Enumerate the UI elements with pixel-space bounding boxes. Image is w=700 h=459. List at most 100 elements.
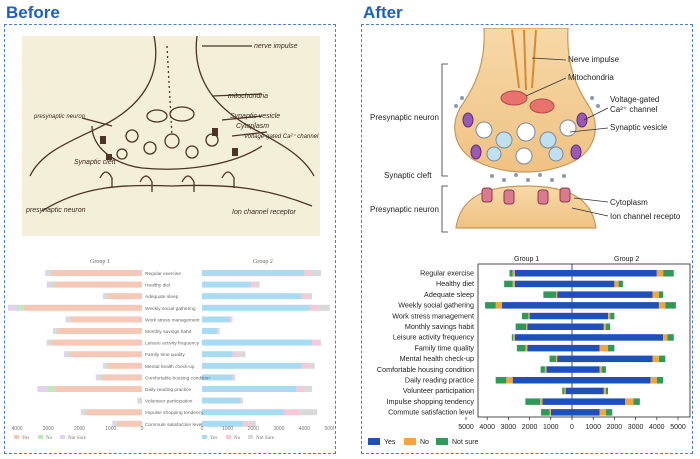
before-category-5: Monthly savings habit bbox=[145, 329, 192, 335]
before-g2-bar-no-5 bbox=[217, 328, 219, 334]
after-g1-bar-no-9 bbox=[544, 366, 547, 373]
before-category-13: Commute satisfaction level bbox=[145, 422, 202, 428]
after-panel bbox=[361, 24, 693, 454]
before-category-8: Mental health check-up bbox=[145, 364, 195, 370]
after-g2-bar-not-sure-13 bbox=[605, 409, 613, 416]
before-g2-bar-yes-9 bbox=[202, 374, 233, 381]
after-g2-bar-no-7 bbox=[599, 344, 609, 352]
after-g1-bar-no-3 bbox=[495, 302, 503, 309]
before-g1-bar-not-sure-2 bbox=[102, 293, 106, 300]
after-g1-bar-not-sure-1 bbox=[504, 280, 513, 288]
before-g2-bar-yes-12 bbox=[202, 409, 284, 416]
before-g1-bar-not-sure-9 bbox=[95, 374, 99, 381]
before-legend-yes-2: Yes bbox=[210, 436, 217, 441]
nerve-impulse-lines bbox=[511, 29, 537, 91]
after-g1-bar-no-8 bbox=[555, 355, 558, 363]
before-g2-bar-no-6 bbox=[312, 339, 319, 346]
before-g1-bar-yes-13 bbox=[117, 420, 142, 427]
after-g2-bar-yes-3 bbox=[572, 302, 659, 309]
before-g2-bar-yes-8 bbox=[202, 362, 302, 369]
label-cytoplasm: Cytoplasm bbox=[610, 198, 648, 207]
after-g1-bar-not-sure-4 bbox=[521, 312, 529, 320]
before-g2-tick-5: 5000 bbox=[324, 426, 334, 432]
after-g2-bar-no-10 bbox=[650, 377, 657, 384]
after-legend-yes: Yes bbox=[384, 439, 396, 446]
after-g2-bar-not-sure-3 bbox=[665, 302, 676, 309]
after-g1-bar-yes-0 bbox=[514, 270, 572, 277]
after-g2-bar-not-sure-12 bbox=[633, 398, 640, 405]
after-tick-9: 4000 bbox=[649, 424, 665, 431]
before-g1-bar-no-9 bbox=[98, 374, 102, 381]
before-group2-title: Group 2 bbox=[253, 259, 273, 265]
before-g1-bar-no-12 bbox=[83, 409, 86, 416]
before-category-9: Comfortable housing condition bbox=[145, 375, 210, 381]
before-g2-bar-yes-7 bbox=[202, 351, 233, 358]
label-ion-channel: Ion channel recepto bbox=[610, 212, 681, 221]
after-g1-bar-no-5 bbox=[526, 323, 528, 330]
before-g2-bar-no-9 bbox=[232, 374, 235, 381]
before-category-4: Work stress management bbox=[145, 317, 200, 323]
before-g1-bar-not-sure-10 bbox=[37, 386, 47, 392]
sketch-label-cytoplasm: Cytoplasm bbox=[236, 123, 269, 130]
before-g2-bar-yes-3 bbox=[202, 304, 310, 311]
after-g2-bar-not-sure-10 bbox=[656, 377, 664, 384]
before-panel bbox=[4, 24, 336, 454]
before-chart: Group 1 Group 2 Regular exerciseHealthy … bbox=[8, 259, 334, 441]
after-g2-bar-yes-5 bbox=[572, 323, 604, 330]
before-legend-notsure-1: Not Sure bbox=[68, 436, 87, 441]
before-g1-bar-yes-12 bbox=[85, 409, 142, 416]
ion-channel-receptors bbox=[481, 187, 571, 205]
before-g1-tick-2: 2000 bbox=[74, 426, 85, 432]
before-g1-bar-not-sure-3 bbox=[8, 304, 17, 311]
before-g1-bar-no-10 bbox=[46, 386, 55, 392]
label-presynaptic-top: Presynaptic neuron bbox=[370, 113, 439, 122]
before-g2-bar-no-13 bbox=[242, 420, 249, 427]
before-category-12: Impulse shopping tendency bbox=[145, 410, 204, 416]
before-category-11: Volunteer participation bbox=[145, 399, 193, 405]
before-g1-bar-no-13 bbox=[115, 420, 117, 427]
after-category-7: Family time quality bbox=[414, 343, 474, 352]
after-g1-bar-no-11 bbox=[564, 387, 566, 395]
before-g1-bar-yes-6 bbox=[51, 339, 142, 346]
before-group1-title: Group 1 bbox=[90, 259, 110, 265]
before-legend-yes-1: Yes bbox=[22, 436, 29, 441]
after-g1-bar-not-sure-3 bbox=[485, 302, 496, 309]
postsynaptic-bracket bbox=[441, 185, 448, 233]
sketch-label-mito: mitochondria bbox=[228, 93, 268, 100]
before-g1-bar-not-sure-6 bbox=[46, 339, 50, 346]
before-g2-bar-no-4 bbox=[230, 316, 232, 323]
before-legend-notsure-2: Not Sure bbox=[256, 436, 275, 441]
sketch-label-pre-bottom: presynaptic neuron bbox=[25, 207, 86, 214]
after-g1-bar-no-1 bbox=[512, 280, 515, 288]
after-category-5: Monthly savings habit bbox=[405, 322, 474, 331]
before-g1-bar-no-2 bbox=[105, 293, 108, 300]
after-g2-bar-no-3 bbox=[658, 302, 666, 309]
before-g1-bar-yes-2 bbox=[107, 293, 142, 300]
voltage-gated-channels bbox=[462, 112, 588, 160]
label-nerve-impulse: Nerve impulse bbox=[568, 55, 620, 64]
before-g1-bar-no-0 bbox=[48, 270, 52, 276]
after-g2-bar-not-sure-11 bbox=[605, 387, 609, 395]
after-category-9: Comfortable housing condition bbox=[377, 365, 474, 374]
before-g2-bar-not-sure-5 bbox=[218, 328, 220, 334]
after-legend-no-swatch bbox=[404, 438, 416, 445]
after-category-2: Adequate sleep bbox=[424, 290, 474, 299]
before-g2-bar-no-2 bbox=[301, 293, 307, 300]
after-legend-notsure-swatch bbox=[436, 438, 448, 445]
before-category-10: Daily reading practice bbox=[145, 387, 191, 393]
sketch-label-voltage: Voltage-gated Ca²⁺ channel bbox=[244, 133, 319, 140]
before-g1-bar-yes-0 bbox=[51, 270, 142, 276]
before-g1-bar-not-sure-0 bbox=[45, 270, 49, 276]
after-g2-bar-not-sure-2 bbox=[658, 291, 664, 298]
after-g2-bar-yes-7 bbox=[572, 344, 600, 352]
before-legend-no-2: No bbox=[234, 436, 241, 441]
after-g1-bar-not-sure-6 bbox=[511, 334, 514, 341]
after-g2-bar-yes-4 bbox=[572, 312, 609, 320]
after-category-3: Weekly social gathering bbox=[398, 301, 474, 310]
after-g1-bar-yes-13 bbox=[550, 409, 572, 416]
before-category-7: Family time quality bbox=[145, 352, 185, 358]
after-g1-bar-no-6 bbox=[513, 334, 515, 341]
sketch-label-cleft: Synaptic cleft bbox=[74, 159, 117, 166]
sketch-image: nerve impulse mitochondria Synaptic vesi… bbox=[22, 36, 320, 236]
after-g1-bar-yes-8 bbox=[557, 355, 572, 363]
